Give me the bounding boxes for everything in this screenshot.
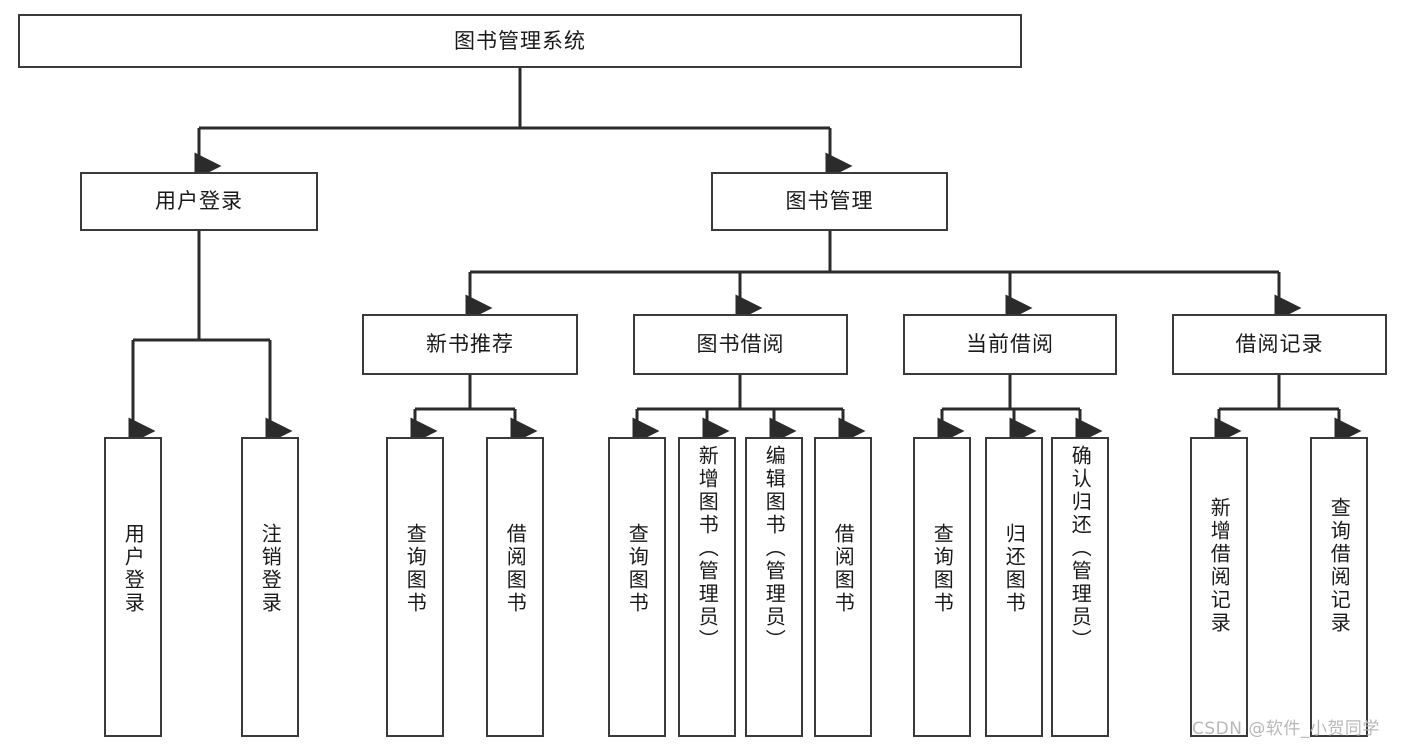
node-new-book-rec[interactable]: 新书推荐 bbox=[362, 314, 578, 375]
node-leaf-add-book-label: 新增图书（管理员） bbox=[695, 445, 720, 652]
watermark: CSDN @软件_小贺同学 bbox=[1192, 719, 1380, 739]
node-leaf-user-login[interactable]: 用户登录 bbox=[104, 437, 162, 737]
node-leaf-confirm-return[interactable]: 确认归还（管理员） bbox=[1051, 437, 1109, 737]
node-leaf-query-record[interactable]: 查询借阅记录 bbox=[1310, 437, 1368, 737]
node-leaf-edit-book-label: 编辑图书（管理员） bbox=[762, 445, 787, 652]
node-leaf-borrow-book-2-label: 借阅图书 bbox=[831, 523, 856, 615]
node-current-borrow-label: 当前借阅 bbox=[966, 332, 1054, 357]
node-book-manage-label: 图书管理 bbox=[785, 189, 874, 214]
node-user-login-label: 用户登录 bbox=[155, 189, 243, 214]
node-leaf-borrow-book-2[interactable]: 借阅图书 bbox=[814, 437, 872, 737]
node-book-borrow[interactable]: 图书借阅 bbox=[633, 314, 848, 375]
node-leaf-return-book-label: 归还图书 bbox=[1002, 523, 1027, 615]
node-leaf-edit-book[interactable]: 编辑图书（管理员） bbox=[745, 437, 803, 737]
node-leaf-query-book-1[interactable]: 查询图书 bbox=[386, 437, 444, 737]
node-book-manage[interactable]: 图书管理 bbox=[711, 172, 948, 231]
node-borrow-record[interactable]: 借阅记录 bbox=[1172, 314, 1387, 375]
node-leaf-add-record[interactable]: 新增借阅记录 bbox=[1190, 437, 1248, 737]
node-leaf-query-book-2[interactable]: 查询图书 bbox=[608, 437, 666, 737]
node-leaf-query-record-label: 查询借阅记录 bbox=[1327, 497, 1352, 635]
node-leaf-logout[interactable]: 注销登录 bbox=[241, 437, 299, 737]
node-leaf-query-book-3-label: 查询图书 bbox=[930, 523, 955, 615]
node-leaf-confirm-return-label: 确认归还（管理员） bbox=[1068, 445, 1093, 652]
node-leaf-borrow-book-1[interactable]: 借阅图书 bbox=[486, 437, 544, 737]
node-leaf-query-book-3[interactable]: 查询图书 bbox=[913, 437, 971, 737]
node-leaf-add-record-label: 新增借阅记录 bbox=[1207, 497, 1232, 635]
node-user-login[interactable]: 用户登录 bbox=[80, 172, 318, 231]
node-leaf-query-book-1-label: 查询图书 bbox=[403, 523, 428, 615]
node-leaf-user-login-label: 用户登录 bbox=[121, 523, 146, 615]
node-leaf-borrow-book-1-label: 借阅图书 bbox=[503, 523, 528, 615]
node-root-label: 图书管理系统 bbox=[454, 28, 586, 53]
node-leaf-return-book[interactable]: 归还图书 bbox=[985, 437, 1043, 737]
node-new-book-rec-label: 新书推荐 bbox=[426, 332, 514, 357]
node-current-borrow[interactable]: 当前借阅 bbox=[903, 314, 1117, 375]
node-book-borrow-label: 图书借阅 bbox=[696, 332, 785, 357]
node-borrow-record-label: 借阅记录 bbox=[1235, 332, 1324, 357]
node-leaf-add-book[interactable]: 新增图书（管理员） bbox=[678, 437, 736, 737]
node-root[interactable]: 图书管理系统 bbox=[18, 14, 1022, 68]
node-leaf-logout-label: 注销登录 bbox=[258, 523, 283, 615]
node-leaf-query-book-2-label: 查询图书 bbox=[625, 523, 650, 615]
